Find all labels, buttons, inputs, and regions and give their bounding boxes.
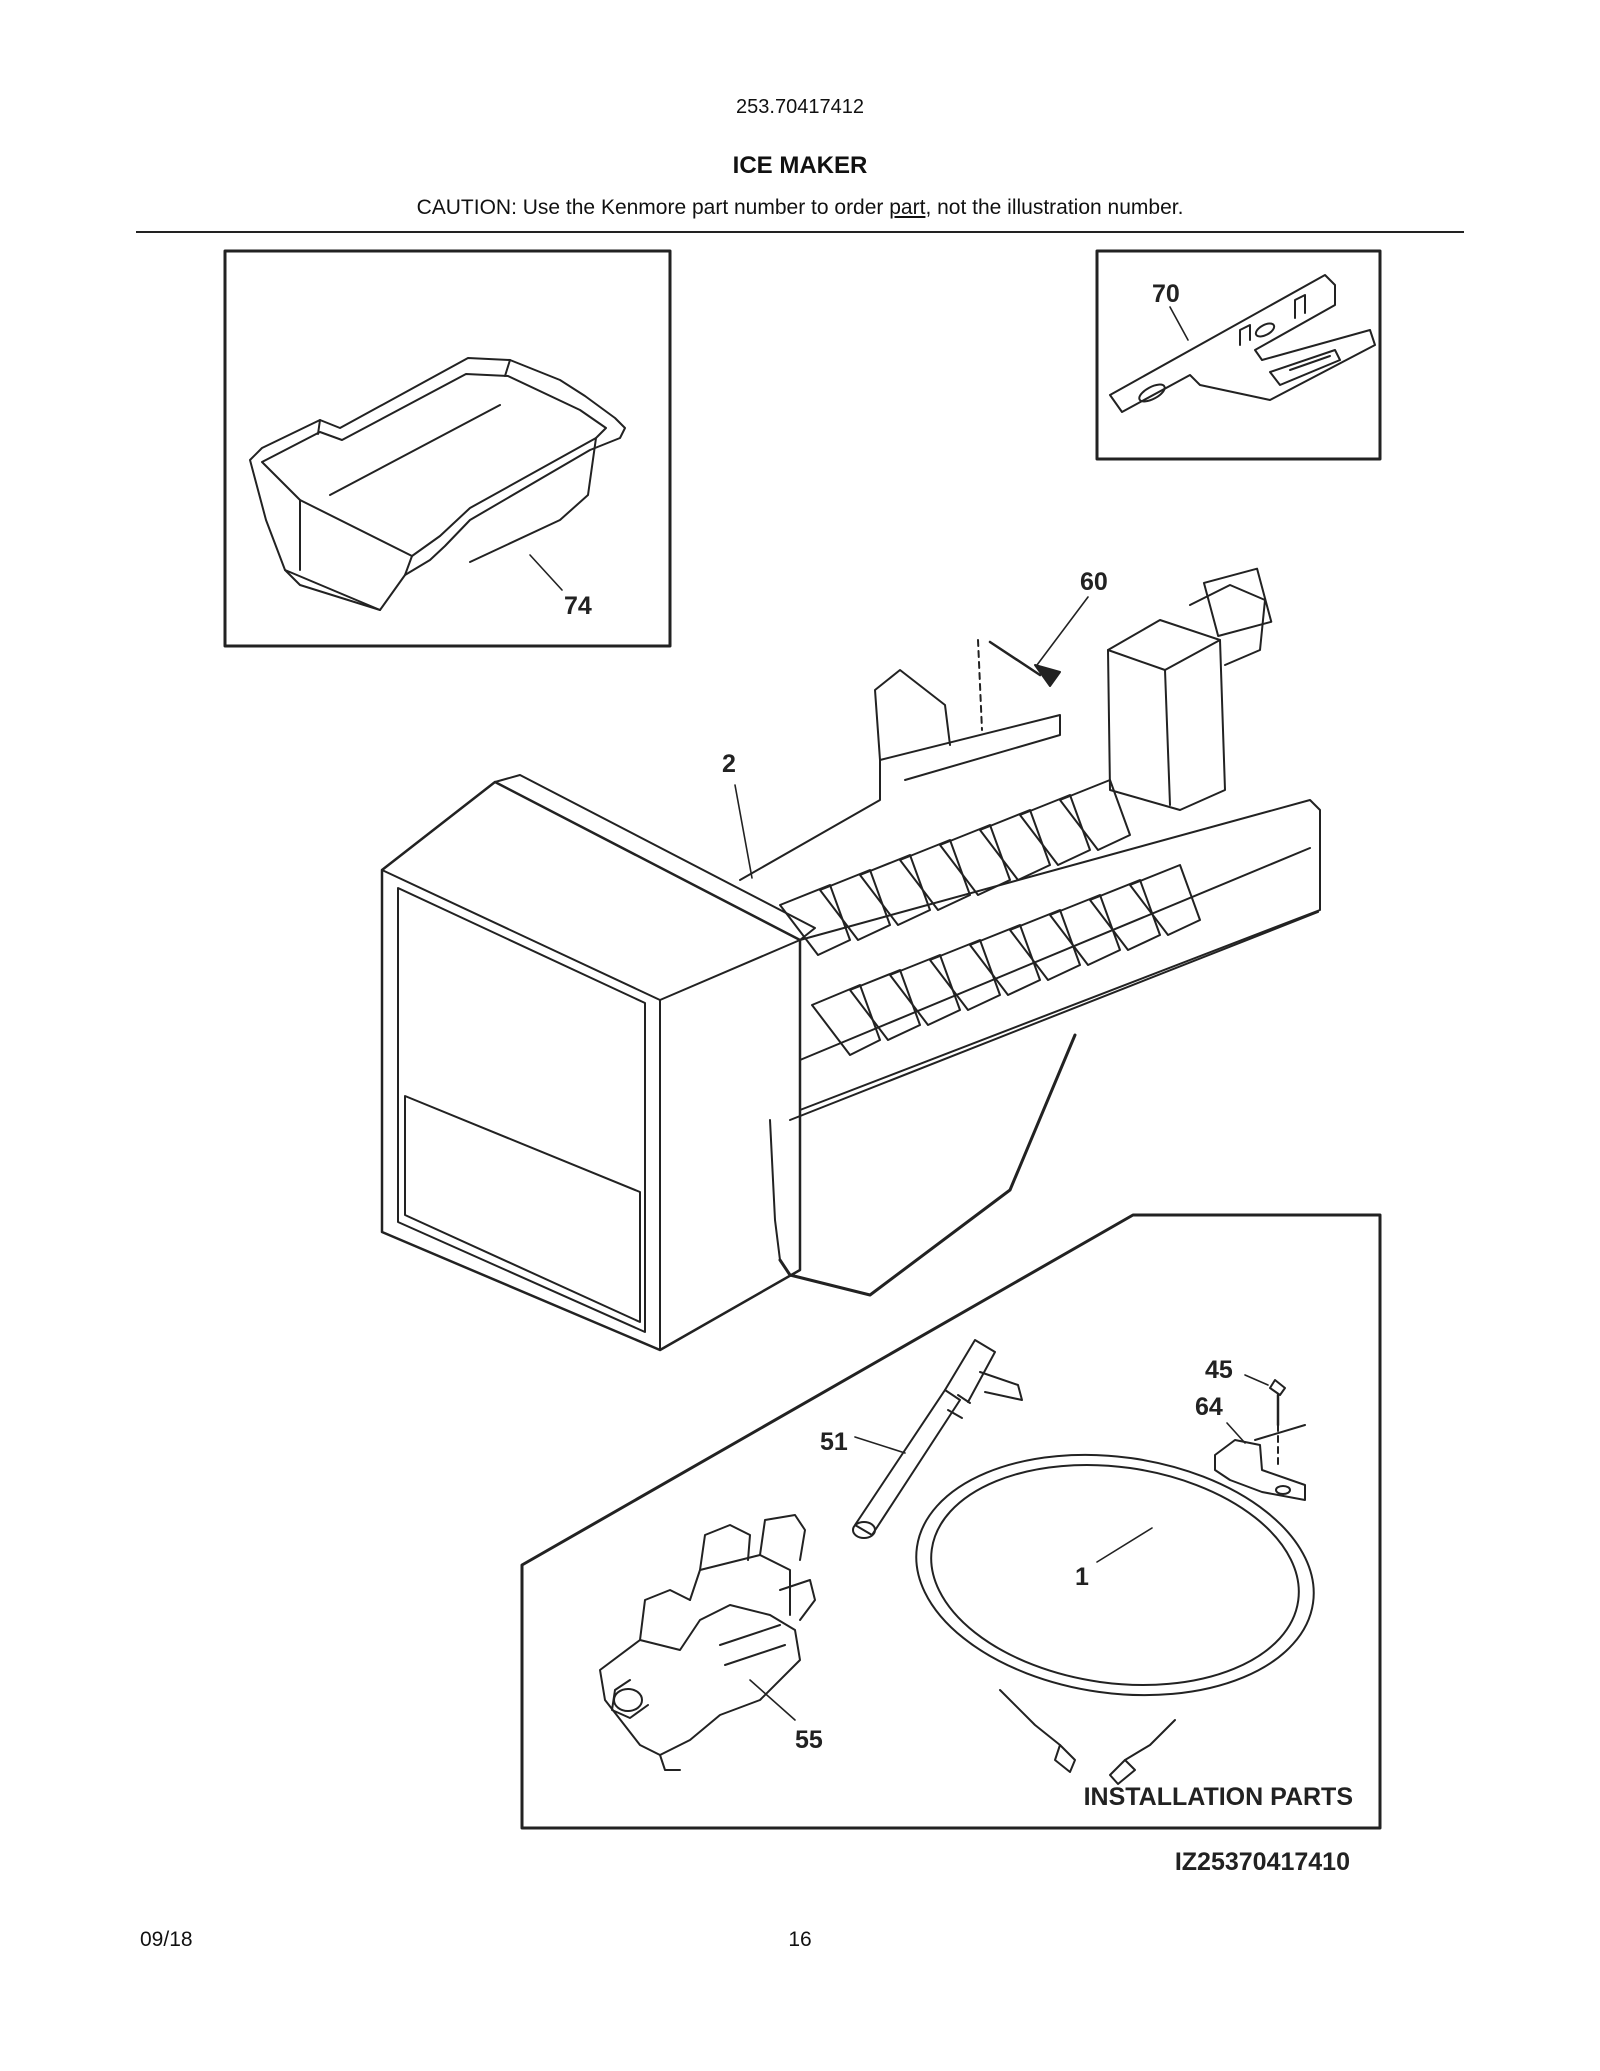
callout-70: 70: [1152, 280, 1180, 308]
callout-2: 2: [722, 750, 736, 778]
callout-1: 1: [1075, 1563, 1089, 1591]
callout-60: 60: [1080, 568, 1108, 596]
page-number: 16: [788, 1928, 812, 1951]
caution-underlined-word: part: [889, 196, 926, 219]
ice-bin-inset: 74: [223, 249, 672, 648]
callout-leader-51: [854, 1436, 906, 1454]
mounting-bracket-illustration: [1109, 274, 1376, 413]
callout-leader-2: [734, 784, 753, 879]
model-number: 253.70417412: [736, 96, 864, 118]
callout-leader-60: [1036, 596, 1089, 666]
bracket-inset: 70: [1095, 249, 1382, 461]
callout-leader-45: [1244, 1374, 1269, 1386]
caution-text-end: , not the illustration number.: [925, 196, 1184, 219]
illustration-code: IZ25370417410: [1175, 1848, 1350, 1876]
page-title: ICE MAKER: [732, 152, 868, 179]
header-divider: [136, 231, 1464, 233]
callout-51: 51: [820, 1428, 848, 1456]
callout-55: 55: [795, 1726, 823, 1754]
ice-maker-assembly: [380, 567, 1321, 1352]
callout-leader-55: [749, 1679, 796, 1721]
callout-leader-74: [529, 554, 563, 591]
footer-date: 09/18: [140, 1928, 193, 1951]
fill-tube-illustration: [852, 1339, 1023, 1539]
callout-45: 45: [1205, 1356, 1233, 1384]
installation-parts-label: INSTALLATION PARTS: [1084, 1783, 1353, 1811]
water-valve-illustration: [599, 1514, 816, 1771]
water-line-illustration: [915, 1453, 1315, 1785]
caution-note: CAUTION: Use the Kenmore part number to …: [0, 196, 1600, 220]
clamp-and-screw-illustration: [1214, 1379, 1306, 1501]
callout-leader-70: [1169, 306, 1189, 341]
callout-leader-1: [1096, 1527, 1153, 1563]
callout-64: 64: [1195, 1393, 1223, 1421]
callout-leader-64: [1226, 1422, 1246, 1444]
installation-parts-panel: 51 1 45 64: [520, 1213, 1382, 1830]
caution-text-start: CAUTION: Use the Kenmore part number to …: [416, 196, 890, 219]
callout-74: 74: [564, 592, 592, 620]
ice-bin-illustration: [249, 357, 626, 611]
ejector-blades: [779, 779, 1201, 1056]
